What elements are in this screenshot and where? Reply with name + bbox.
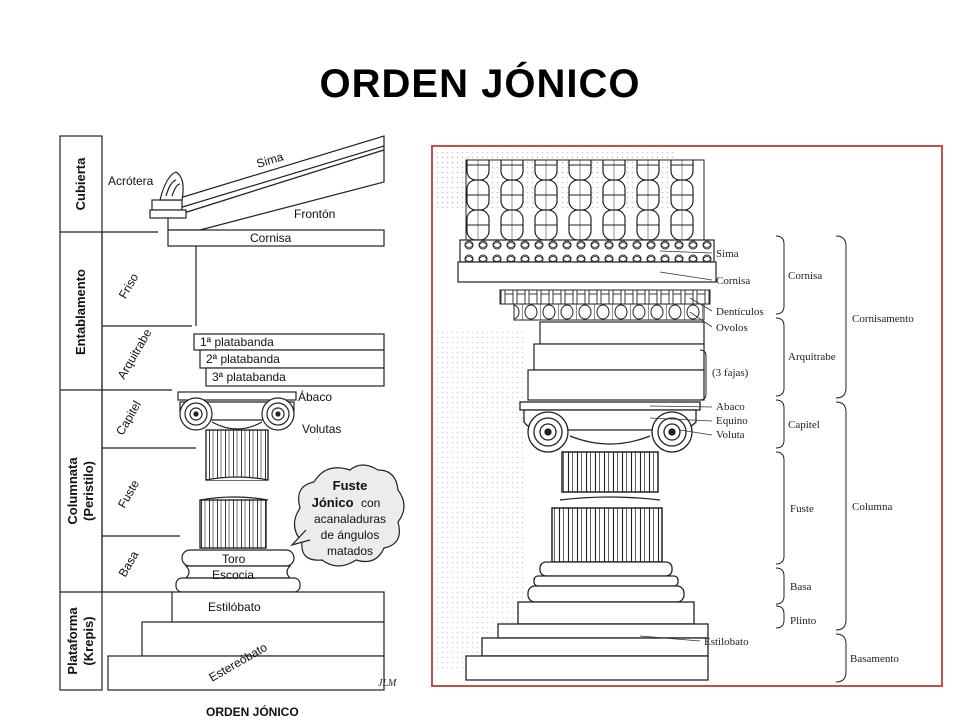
- r-label-equino: Equino: [716, 415, 748, 427]
- subsection-basa: Basa: [116, 548, 142, 579]
- label-cornisa: Cornisa: [250, 231, 292, 245]
- r-label-fajas: (3 fajas): [712, 367, 749, 379]
- r-group-cornisa: Cornisa: [788, 270, 822, 282]
- label-toro: Toro: [222, 552, 246, 566]
- column-base: [175, 549, 301, 593]
- r-label-sima: Sima: [716, 248, 739, 260]
- leader-lines: [639, 250, 713, 642]
- r-outer-columna: Columna: [852, 501, 892, 513]
- signature: JLM: [378, 678, 397, 689]
- shaft: [199, 429, 269, 549]
- architrave-fasciae: [527, 321, 705, 401]
- label-platabanda-2: 2ª platabanda: [206, 352, 280, 366]
- callout-line-3: acanaladuras: [314, 512, 386, 526]
- sima-molding: [459, 239, 715, 263]
- label-estilobato: Estilóbato: [208, 600, 261, 614]
- left-caption: ORDEN JÓNICO: [206, 704, 299, 719]
- callout-line-2-bold: Jónico: [312, 495, 354, 510]
- roof: [149, 135, 385, 231]
- callout-line-1: Fuste: [333, 478, 368, 493]
- label-escocia: Escocia: [212, 568, 254, 582]
- left-diagram: Cubierta Entablamento Columnata (Peristi…: [59, 135, 405, 719]
- r-group-capitel: Capitel: [788, 419, 820, 431]
- page-title: ORDEN JÓNICO: [319, 62, 641, 106]
- section-plataforma: Plataforma: [65, 607, 80, 675]
- callout-line-2-plain: con: [361, 496, 380, 510]
- callout-line-4: de ángulos: [321, 528, 380, 542]
- denticulos-row: [499, 289, 711, 305]
- capital: [177, 391, 297, 431]
- r-label-abaco: Abaco: [716, 401, 745, 413]
- inner-brackets: [699, 235, 847, 683]
- label-platabanda-3: 3ª platabanda: [212, 370, 286, 384]
- r-outer-basamento: Basamento: [850, 653, 899, 665]
- cornice: [167, 229, 385, 326]
- r-label-estilobato: Estilobato: [704, 636, 749, 648]
- r-group-plinto: Plinto: [790, 615, 817, 627]
- r-outer-cornisamento: Cornisamento: [852, 313, 914, 325]
- section-peristilo: (Peristilo): [81, 461, 96, 521]
- section-entablamento: Entablamento: [73, 269, 88, 355]
- ovolos-row: [513, 303, 705, 321]
- right-diagram: Sima Cornisa Dentículos Ovolos (3 fajas)…: [431, 145, 943, 687]
- r-label-denticulos: Dentículos: [716, 306, 764, 318]
- subsection-fuste: Fuste: [115, 477, 142, 510]
- platform-steps: [107, 591, 385, 691]
- label-acrotera: Acrótera: [108, 174, 154, 188]
- r-label-cornisa: Cornisa: [716, 275, 750, 287]
- subsection-friso: Friso: [116, 271, 142, 301]
- r-group-arquitrabe: Arquitrabe: [788, 351, 836, 363]
- section-cubierta: Cubierta: [73, 157, 88, 211]
- subsection-arquitrabe: Arquitrabe: [115, 326, 155, 381]
- label-abaco: Ábaco: [298, 389, 332, 404]
- shaft-right: [551, 451, 663, 563]
- label-platabanda-1: 1ª platabanda: [200, 335, 274, 349]
- subsection-capitel: Capitel: [113, 398, 144, 437]
- base-right: [465, 561, 709, 681]
- capital-right: [519, 401, 701, 453]
- roof-tiles: [465, 159, 705, 241]
- r-label-ovolos: Ovolos: [716, 322, 748, 334]
- callout-bubble: Fuste Jónico con acanaladuras de ángulos…: [290, 464, 405, 567]
- architrave-bands: [193, 333, 385, 387]
- callout-line-2: Jónico con: [312, 494, 381, 511]
- r-group-fuste: Fuste: [790, 503, 814, 515]
- r-group-basa: Basa: [790, 581, 812, 593]
- r-label-voluta: Voluta: [716, 429, 745, 441]
- label-fronton: Frontón: [294, 207, 335, 221]
- section-krepis: (Krepis): [81, 616, 96, 665]
- label-volutas: Volutas: [302, 422, 341, 436]
- cornisa-molding: [457, 261, 717, 283]
- section-columnata: Columnata: [65, 457, 80, 525]
- section-sidebar: [59, 135, 196, 691]
- callout-line-5: matados: [327, 544, 373, 558]
